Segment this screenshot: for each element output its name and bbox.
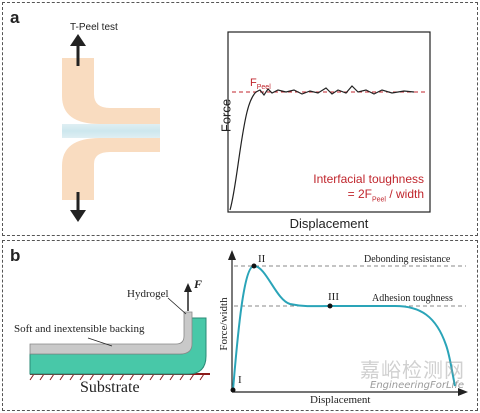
panel-b [2,240,478,411]
panel-b-label: b [10,246,21,265]
adhesion-curve [232,264,456,391]
toughness-formula: Interfacial toughness = 2FPeel / width [290,172,424,207]
graph-a-frame [227,31,431,213]
force-arrow-icon [184,283,192,311]
hydrogel-leader [167,297,187,315]
point-iii-label: III [328,291,339,303]
t-peel-title: T-Peel test [70,22,118,33]
graph-a-x-label: Displacement [289,216,369,231]
upper-arm [62,58,160,124]
x-axis-arrow-icon [458,388,468,396]
backing-label: Soft and inextensible backing [14,323,145,335]
panel-a-label: a [10,8,20,27]
graph-a-y-label: Force [218,98,234,133]
adhesion-label: Adhesion toughness [372,293,453,304]
point-ii-marker [251,263,257,269]
point-iii-marker [327,303,333,309]
watermark-en: EngineeringForLife [370,380,465,391]
peel-curve [229,85,415,211]
backing-leader [87,337,113,347]
graph-b [228,250,468,396]
watermark-cn: 嘉峪检测网 [360,358,465,382]
toughness-line-1: Interfacial toughness [313,172,424,186]
f-peel-label: FPeel [250,77,271,92]
point-ii-label: II [258,253,266,265]
lower-arm [62,138,160,200]
adhesive-layer [62,124,160,138]
panel-a [2,2,478,236]
pull-down-arrow-icon [70,192,86,222]
y-axis-arrow-icon [228,250,236,260]
graph-b-y-label: Force/width [218,297,230,351]
toughness-line-2: = 2FPeel / width [347,187,424,204]
substrate-hatch [29,373,205,381]
graph-b-x-label: Displacement [310,394,371,406]
graph-a [227,31,431,213]
force-symbol: F [194,277,203,291]
point-i-marker [230,387,236,393]
pull-up-arrow-icon [70,34,86,66]
t-peel-specimen [62,58,160,200]
hydrogel-label: Hydrogel [127,288,169,300]
substrate-label: Substrate [80,379,140,396]
debonding-label: Debonding resistance [364,254,451,265]
point-i-label: I [238,374,242,386]
peel-specimen-b [29,283,210,381]
